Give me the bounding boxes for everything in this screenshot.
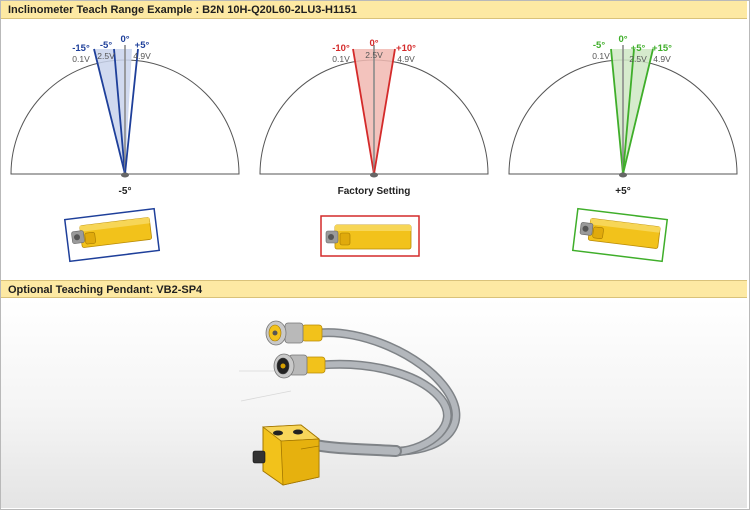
angle-label: +15°: [652, 43, 672, 54]
gauge-needle-low: [93, 48, 126, 175]
m12-connector-bottom: [273, 353, 326, 379]
angle-label: +10°: [396, 43, 416, 54]
voltage-label: 2.5V: [629, 54, 647, 64]
leader-line: [240, 390, 292, 402]
angle-label: -5°: [100, 40, 112, 51]
gauge-needle-center: [113, 48, 126, 175]
angle-label: +5°: [135, 40, 150, 51]
gauge-needle-center: [622, 48, 635, 175]
voltage-label: 4.9V: [397, 54, 415, 64]
gauge-needle-high: [373, 48, 396, 175]
voltage-label: 4.9V: [133, 51, 151, 61]
gauge-diagram-plus5: -5° 0.1V 0° +5° 2.5V +15° 4.9V +5°: [508, 34, 738, 263]
sensor-illustration: [571, 207, 669, 263]
gauge-caption: Factory Setting: [338, 186, 411, 197]
voltage-label: 2.5V: [97, 51, 115, 61]
gauge-caption: +5°: [615, 186, 630, 197]
gauge-needle-low: [352, 48, 375, 175]
section-title-teaching-pendant: Optional Teaching Pendant: VB2-SP4: [1, 280, 747, 298]
voltage-label: 0.1V: [72, 54, 90, 64]
gauge-range-wedge: [611, 49, 653, 174]
voltage-label: 4.9V: [653, 54, 671, 64]
gauge-pivot: [370, 172, 378, 178]
teaching-pendant-body: [252, 424, 321, 486]
teach-button-right: [293, 429, 303, 435]
pendant-port: [252, 450, 266, 464]
gauge-caption: -5°: [119, 186, 132, 197]
teaching-pendant-panel: [1, 299, 747, 508]
gauge-pivot: [121, 172, 129, 178]
gauge-needle-high: [622, 48, 654, 175]
angle-label: -10°: [332, 43, 350, 54]
angle-label: 0°: [618, 34, 627, 45]
section-title-teach-range: Inclinometer Teach Range Example : B2N 1…: [1, 1, 747, 19]
m12-connector-top: [265, 320, 323, 346]
teach-button-left: [273, 430, 283, 436]
gauge-diagram-factory: -10° 0.1V 0° 2.5V +10° 4.9V Factory Sett…: [259, 38, 489, 257]
teach-range-diagrams: -15° 0.1V -5° 2.5V 0° +5° 4.9V -5°: [10, 34, 738, 263]
angle-label: 0°: [369, 38, 378, 49]
angle-label: 0°: [120, 34, 129, 45]
voltage-label: 2.5V: [365, 50, 383, 60]
sensor-illustration: [63, 207, 161, 263]
gauge-diagram-minus5: -15° 0.1V -5° 2.5V 0° +5° 4.9V -5°: [10, 34, 240, 263]
teach-range-panel: -15° 0.1V -5° 2.5V 0° +5° 4.9V -5°: [1, 19, 747, 279]
angle-label: -15°: [72, 43, 90, 54]
pendant-cables: [305, 328, 461, 457]
voltage-label: 0.1V: [592, 51, 610, 61]
gauge-needle-low: [610, 48, 624, 175]
teaching-pendant-illustration: [239, 320, 461, 486]
gauge-needle-high: [124, 48, 139, 175]
voltage-label: 0.1V: [332, 54, 350, 64]
gauge-pivot: [619, 172, 627, 178]
sensor-illustration: [320, 215, 420, 257]
angle-label: +5°: [631, 43, 646, 54]
angle-label: -5°: [593, 40, 605, 51]
